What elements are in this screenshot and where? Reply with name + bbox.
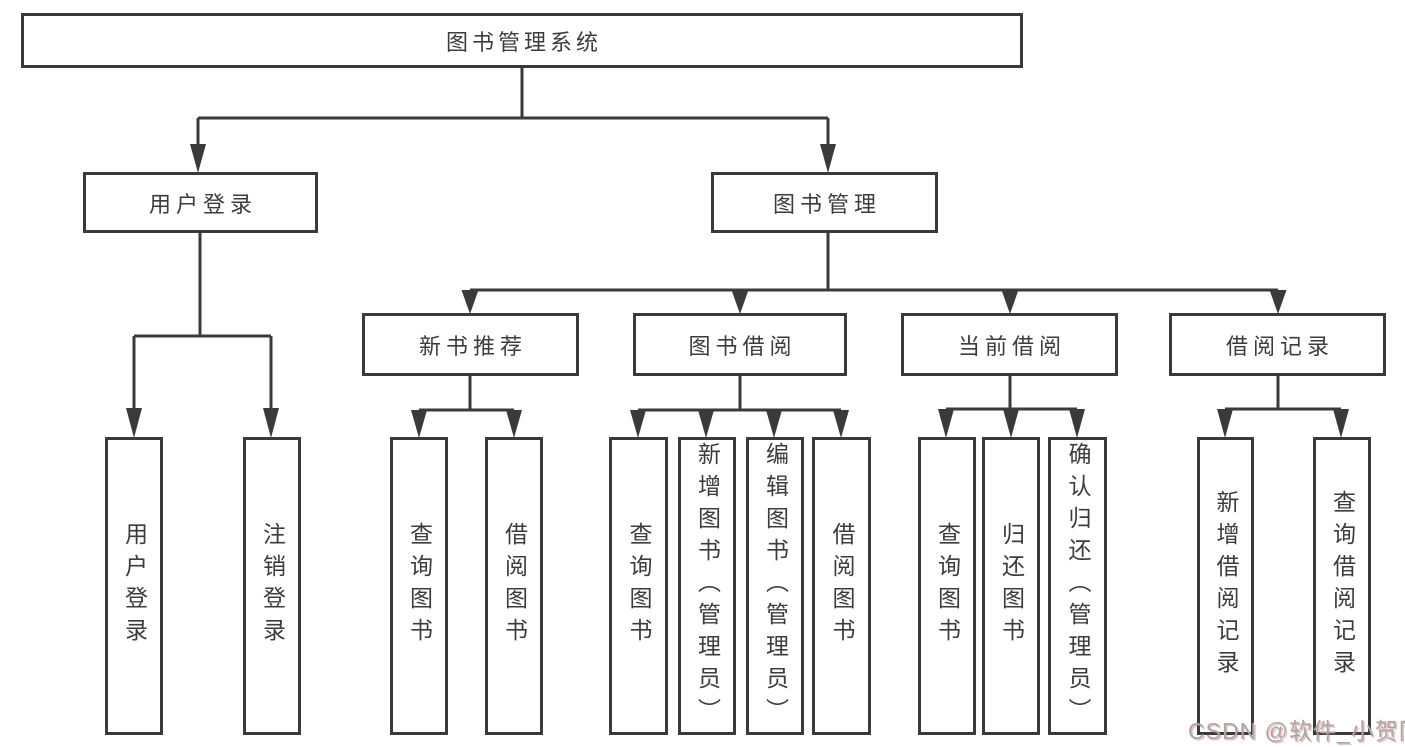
node-borrow-records: 借阅记录 [1169, 313, 1386, 376]
leaf-edit-book-admin-label: 编辑图书（管理员） [762, 442, 789, 730]
leaf-return-books-label: 归还图书 [998, 522, 1025, 650]
leaf-confirm-return-admin-label: 确认归还（管理员） [1065, 442, 1091, 730]
leaf-borrow-books-recommend-label: 借阅图书 [501, 522, 528, 650]
node-new-book-recommend-label: 新书推荐 [418, 333, 527, 359]
leaf-query-books-recommend-label: 查询图书 [406, 522, 433, 650]
arrowheads [126, 144, 1349, 438]
leaf-confirm-return-admin: 确认归还（管理员） [1048, 437, 1107, 735]
leaf-query-books-recommend: 查询图书 [390, 437, 448, 735]
node-new-book-recommend: 新书推荐 [362, 313, 579, 376]
csdn-watermark: CSDN @软件_小贺同学 [1188, 718, 1405, 744]
leaf-query-books-borrow: 查询图书 [609, 437, 668, 735]
node-root: 图书管理系统 [21, 13, 1023, 68]
leaf-add-book-admin: 新增图书（管理员） [678, 437, 736, 735]
node-borrow-records-label: 借阅记录 [1225, 333, 1334, 359]
leaf-user-login-label: 用户登录 [121, 522, 148, 650]
leaf-borrow-books-2: 借阅图书 [812, 437, 871, 735]
leaf-return-books: 归还图书 [982, 437, 1040, 735]
leaf-add-book-admin-label: 新增图书（管理员） [694, 442, 721, 730]
leaf-user-login: 用户登录 [105, 437, 163, 735]
node-root-label: 图书管理系统 [445, 29, 602, 55]
node-book-borrow-label: 图书借阅 [688, 333, 797, 359]
leaf-query-borrow-record-label: 查询借阅记录 [1329, 490, 1356, 682]
edge-lines [132, 67, 1341, 412]
leaf-edit-book-admin: 编辑图书（管理员） [746, 437, 804, 735]
node-user-login-label: 用户登录 [148, 191, 257, 217]
node-user-login: 用户登录 [83, 172, 318, 233]
leaf-query-books-current-label: 查询图书 [934, 522, 961, 650]
node-book-management-label: 图书管理 [772, 191, 881, 217]
node-current-borrow: 当前借阅 [901, 313, 1118, 376]
leaf-add-borrow-record-label: 新增借阅记录 [1213, 490, 1239, 682]
leaf-query-borrow-record: 查询借阅记录 [1313, 437, 1371, 735]
node-book-borrow: 图书借阅 [633, 313, 847, 376]
leaf-borrow-books-2-label: 借阅图书 [829, 522, 855, 650]
tree-edges [126, 67, 1349, 438]
leaf-query-books-borrow-label: 查询图书 [626, 522, 652, 650]
leaf-borrow-books-recommend: 借阅图书 [485, 437, 543, 735]
leaf-logout-label: 注销登录 [259, 522, 286, 650]
node-current-borrow-label: 当前借阅 [957, 333, 1066, 359]
node-book-management: 图书管理 [711, 172, 938, 233]
leaf-add-borrow-record: 新增借阅记录 [1197, 437, 1254, 735]
leaf-logout: 注销登录 [243, 437, 301, 735]
leaf-query-books-current: 查询图书 [918, 437, 976, 735]
